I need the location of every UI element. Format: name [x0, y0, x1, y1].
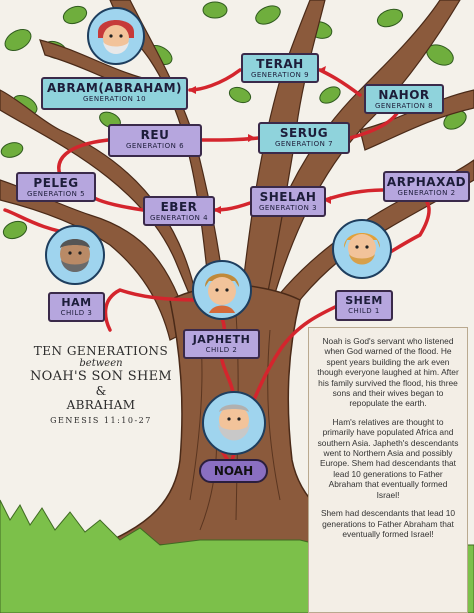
child-box-ham: HAM CHILD 3	[48, 292, 105, 322]
info-scroll: Noah is God's servant who listened when …	[308, 327, 468, 613]
shem-face-icon	[332, 219, 392, 279]
title-line-4: &	[95, 384, 107, 398]
scroll-paragraph-3: Shem had descendants that lead 10 genera…	[320, 508, 456, 539]
scroll-paragraph-1: Noah is God's servant who listened when …	[317, 336, 459, 409]
noah-portrait	[201, 390, 267, 456]
ham-portrait	[44, 224, 106, 286]
title-line-1: TEN GENERATIONS	[33, 344, 169, 358]
generation-label: GENERATION 2	[397, 189, 456, 197]
shem-portrait	[331, 218, 393, 280]
generation-name: NAHOR	[378, 88, 430, 102]
root-box-noah: NOAH	[199, 459, 268, 483]
generation-label: GENERATION 9	[250, 71, 310, 79]
title-line-3: NOAH'S SON SHEM	[30, 369, 172, 384]
generation-name: ARPHAXAD	[386, 175, 467, 189]
generation-box-abram: ABRAM(ABRAHAM) GENERATION 10	[41, 77, 188, 110]
child-label: CHILD 2	[205, 346, 238, 354]
japheth-face-icon	[192, 260, 252, 320]
title-line-5: ABRAHAM	[66, 398, 136, 412]
generation-box-nahor: NAHOR GENERATION 8	[364, 84, 444, 114]
child-label: CHILD 3	[60, 309, 93, 317]
generation-name: ABRAM(ABRAHAM)	[46, 81, 183, 95]
generation-box-eber: EBER GENERATION 4	[143, 196, 215, 226]
child-box-japheth: JAPHETH CHILD 2	[183, 329, 260, 359]
generation-label: GENERATION 4	[149, 214, 209, 222]
generation-label: GENERATION 5	[26, 190, 86, 198]
scripture-reference: GENESIS 11:10-27	[50, 416, 152, 425]
page-title: TEN GENERATIONS between NOAH'S SON SHEM …	[6, 344, 196, 425]
generation-label: GENERATION 8	[374, 102, 434, 110]
abraham-portrait	[86, 6, 146, 66]
generation-box-shelah: SHELAH GENERATION 3	[250, 186, 326, 217]
ham-face-icon	[45, 225, 105, 285]
generation-box-terah: TERAH GENERATION 9	[241, 53, 319, 83]
child-label: CHILD 1	[348, 307, 380, 315]
generation-name: REU	[140, 128, 170, 142]
generation-label: GENERATION 7	[274, 140, 334, 148]
scroll-paragraph-2: Ham's relatives are thought to primarily…	[317, 416, 459, 500]
title-line-2: between	[79, 358, 123, 369]
generation-name: SHELAH	[259, 190, 317, 204]
generation-box-peleg: PELEG GENERATION 5	[16, 172, 96, 202]
child-name: SHEM	[345, 294, 383, 307]
generation-name: EBER	[160, 200, 198, 214]
japheth-portrait	[191, 259, 253, 321]
child-name: HAM	[61, 296, 92, 309]
lineage-path	[3, 68, 431, 467]
generation-label: GENERATION 3	[258, 204, 318, 212]
generation-name: TERAH	[256, 57, 304, 71]
generation-label: GENERATION 10	[82, 95, 147, 103]
child-box-shem: SHEM CHILD 1	[335, 290, 393, 321]
generation-label: GENERATION 6	[125, 142, 185, 150]
child-name: JAPHETH	[192, 333, 251, 346]
generation-box-reu: REU GENERATION 6	[108, 124, 202, 157]
noah-face-icon	[202, 391, 266, 455]
abraham-face-icon	[87, 7, 145, 65]
generation-name: SERUG	[279, 126, 329, 140]
generation-box-arphaxad: ARPHAXAD GENERATION 2	[383, 171, 470, 202]
generation-name: PELEG	[33, 176, 79, 190]
generation-box-serug: SERUG GENERATION 7	[258, 122, 350, 154]
